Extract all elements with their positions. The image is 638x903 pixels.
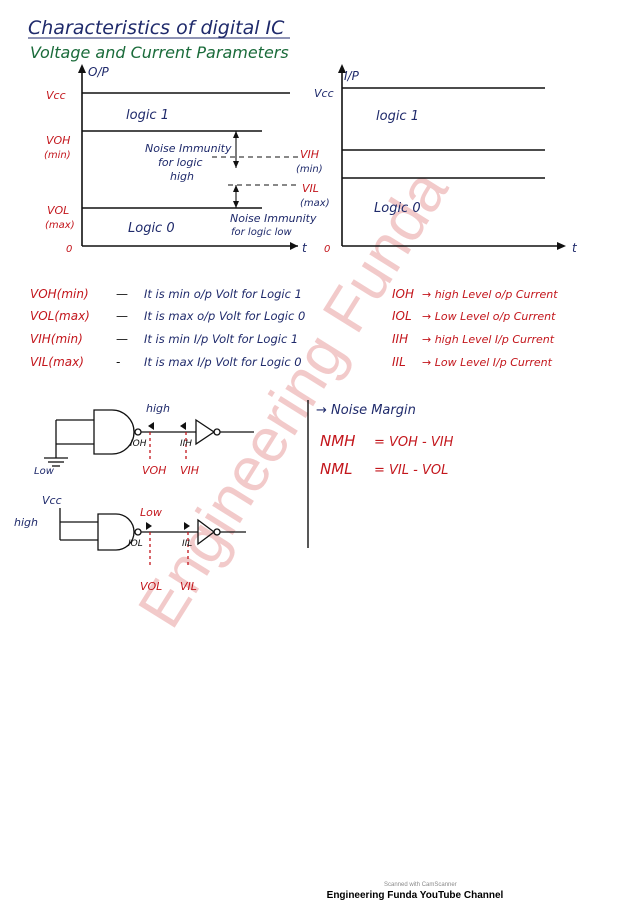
- def-sym-3: VIH(min): [30, 332, 83, 346]
- page-title: Characteristics of digital IC: [28, 17, 285, 39]
- circuit-high-output: [44, 409, 254, 467]
- currents-list: IOH → high Level o/p Current IOL → Low L…: [392, 287, 558, 369]
- def-dash-2: —: [116, 309, 128, 323]
- def-dash-4: -: [116, 355, 120, 369]
- def-text-4: It is max I/p Volt for Logic 0: [144, 355, 302, 369]
- vcc-label: Vcc: [46, 89, 66, 102]
- c2-vcc: Vcc: [42, 494, 62, 507]
- vol-label: VOL: [47, 204, 69, 217]
- nml-rhs: = VIL - VOL: [374, 463, 448, 478]
- cur-sym-3: IIH: [392, 332, 408, 346]
- cur-sym-4: IIL: [392, 355, 406, 369]
- nmh-rhs: = VOH - VIH: [374, 435, 454, 450]
- c1-high: high: [146, 402, 170, 415]
- def-dash-1: —: [116, 287, 128, 301]
- c1-iih: IIH: [180, 439, 192, 449]
- c2-vil: VIL: [180, 580, 197, 593]
- footer-caption: Engineering Funda YouTube Channel: [326, 890, 504, 901]
- def-sym-4: VIL(max): [30, 355, 84, 369]
- c2-iil: IIL: [182, 539, 192, 549]
- t-label-ip: t: [572, 241, 578, 255]
- def-sym-2: VOL(max): [30, 309, 90, 323]
- nm-low-line1: Noise Immunity: [230, 212, 317, 225]
- input-level-graph: I/P Vcc VIH (min) VIL (max) 0 logic 1 Lo…: [296, 64, 578, 255]
- def-sym-1: VOH(min): [30, 287, 89, 301]
- c1-voh: VOH: [142, 464, 166, 477]
- page-subtitle: Voltage and Current Parameters: [30, 43, 289, 62]
- vil-max-label: (max): [300, 198, 330, 209]
- vol-max-label: (max): [45, 220, 75, 231]
- output-level-graph: O/P Vcc VOH (min) VOL (max) 0 logic 1 Lo…: [44, 64, 317, 255]
- c2-iol: IOL: [128, 539, 143, 549]
- cur-text-4: → Low Level I/p Current: [422, 356, 553, 369]
- cur-sym-2: IOL: [392, 309, 412, 323]
- nm-high-line3: high: [170, 170, 194, 183]
- watermark: Engineering Funda: [125, 158, 461, 639]
- vih-min-label: (min): [296, 164, 323, 175]
- logic0-label-ip: Logic 0: [374, 201, 421, 216]
- logic1-label-ip: logic 1: [376, 109, 419, 124]
- scanner-watermark: Scanned with CamScanner: [384, 882, 457, 888]
- c1-ioh: IOH: [130, 439, 147, 449]
- def-dash-3: —: [116, 332, 128, 346]
- cur-sym-1: IOH: [392, 287, 414, 301]
- c2-high: high: [14, 516, 38, 529]
- def-text-3: It is min I/p Volt for Logic 1: [144, 332, 298, 346]
- logic1-label: logic 1: [126, 108, 169, 123]
- nml-lhs: NML: [320, 460, 353, 478]
- origin-label-ip: 0: [324, 244, 330, 255]
- origin-label: 0: [66, 244, 72, 255]
- op-axis-label: O/P: [88, 65, 109, 79]
- c1-low: Low: [34, 466, 55, 477]
- definitions-list: VOH(min) — It is min o/p Volt for Logic …: [30, 287, 305, 369]
- vil-label: VIL: [302, 182, 319, 195]
- ip-axis-label: I/P: [344, 69, 360, 83]
- vih-label: VIH: [300, 148, 319, 161]
- voh-label: VOH: [46, 134, 70, 147]
- nm-high-line1: Noise Immunity: [145, 142, 232, 155]
- nm-heading: → Noise Margin: [316, 403, 416, 418]
- cur-text-2: → Low Level o/p Current: [422, 310, 556, 323]
- c2-vol: VOL: [140, 580, 162, 593]
- circuit-low-output: [59, 508, 246, 566]
- logic0-label: Logic 0: [128, 221, 175, 236]
- c2-low: Low: [140, 506, 162, 519]
- nmh-lhs: NMH: [320, 432, 355, 450]
- voh-min-label: (min): [44, 150, 71, 161]
- nm-low-line2: for logic low: [231, 227, 293, 238]
- def-text-2: It is max o/p Volt for Logic 0: [144, 309, 305, 323]
- c1-vih: VIH: [180, 464, 199, 477]
- def-text-1: It is min o/p Volt for Logic 1: [144, 287, 302, 301]
- cur-text-1: → high Level o/p Current: [422, 288, 558, 301]
- nm-high-line2: for logic: [158, 156, 203, 169]
- noise-margin-block: → Noise Margin NMH = VOH - VIH NML = VIL…: [316, 403, 454, 478]
- t-label: t: [302, 241, 308, 255]
- cur-text-3: → high Level I/p Current: [422, 333, 555, 346]
- vcc-label-ip: Vcc: [314, 87, 334, 100]
